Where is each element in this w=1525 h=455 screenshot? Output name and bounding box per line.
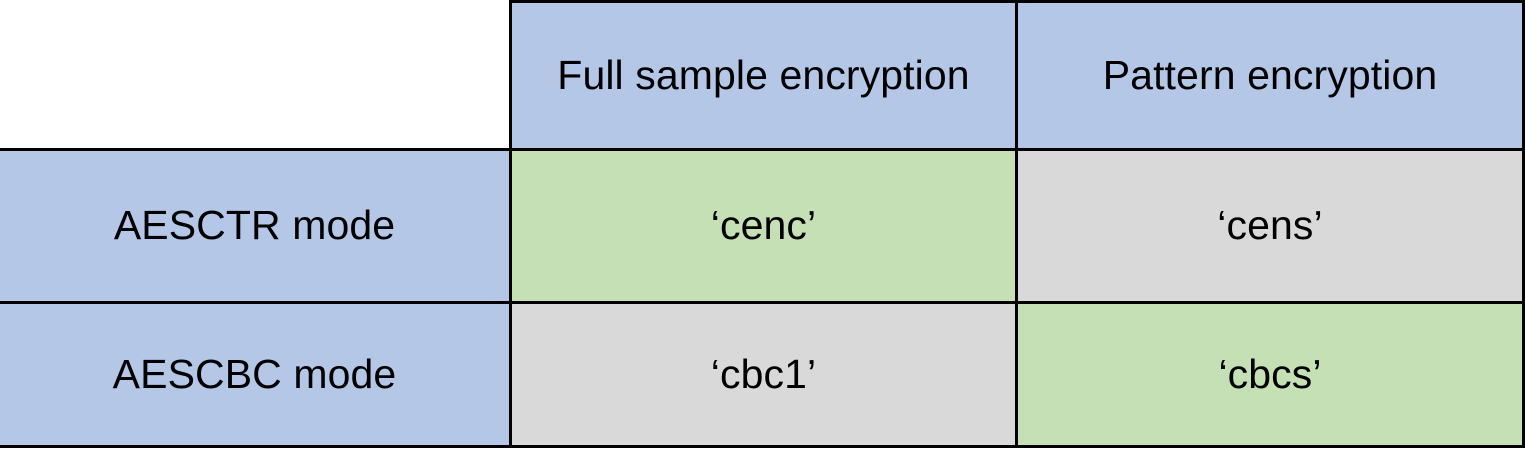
cell-aescbc-full-sample: ‘cbc1’ xyxy=(509,301,1015,448)
cell-aesctr-pattern: ‘cens’ xyxy=(1015,148,1525,301)
row-header-label: AESCBC mode xyxy=(112,350,397,397)
row-header-aescbc-mode: AESCBC mode xyxy=(0,301,509,448)
cell-value: ‘cbc1’ xyxy=(710,350,817,397)
cell-aescbc-pattern: ‘cbcs’ xyxy=(1015,301,1525,448)
cell-aesctr-full-sample: ‘cenc’ xyxy=(509,148,1015,301)
row-header-aesctr-mode: AESCTR mode xyxy=(0,148,509,301)
column-header-full-sample-encryption: Full sample encryption xyxy=(509,0,1015,148)
column-header-pattern-encryption: Pattern encryption xyxy=(1015,0,1525,148)
column-header-label: Pattern encryption xyxy=(1102,51,1438,98)
row-header-label: AESCTR mode xyxy=(113,202,396,249)
cell-value: ‘cbcs’ xyxy=(1218,350,1322,397)
column-header-label: Full sample encryption xyxy=(557,51,970,98)
corner-cell xyxy=(0,0,509,148)
cell-value: ‘cenc’ xyxy=(710,202,817,249)
cell-value: ‘cens’ xyxy=(1217,202,1323,249)
